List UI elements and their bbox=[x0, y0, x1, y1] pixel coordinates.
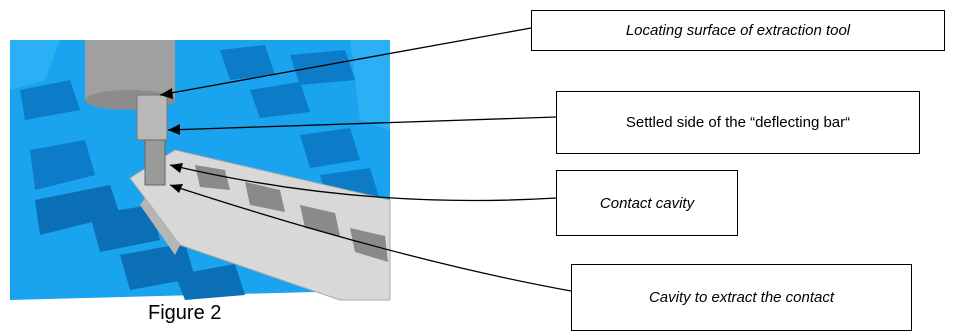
label-locating-surface-text: Locating surface of extraction tool bbox=[625, 22, 851, 39]
pointer-lines bbox=[159, 27, 572, 292]
label-extract-cavity: Cavity to extract the contact bbox=[571, 264, 912, 331]
label-contact-cavity: Contact cavity bbox=[556, 170, 738, 236]
label-settled-side: Settled side of the “deflecting bar“ bbox=[556, 91, 920, 154]
label-extract-cavity-text: Cavity to extract the contact bbox=[648, 289, 835, 306]
label-contact-cavity-text: Contact cavity bbox=[599, 194, 695, 212]
pointer-arrowheads bbox=[160, 88, 183, 193]
label-settled-side-text: Settled side of the “deflecting bar“ bbox=[625, 114, 851, 131]
figure-caption: Figure 2 bbox=[148, 302, 222, 324]
extraction-tool bbox=[85, 40, 175, 186]
label-locating-surface: Locating surface of extraction tool bbox=[531, 10, 945, 51]
